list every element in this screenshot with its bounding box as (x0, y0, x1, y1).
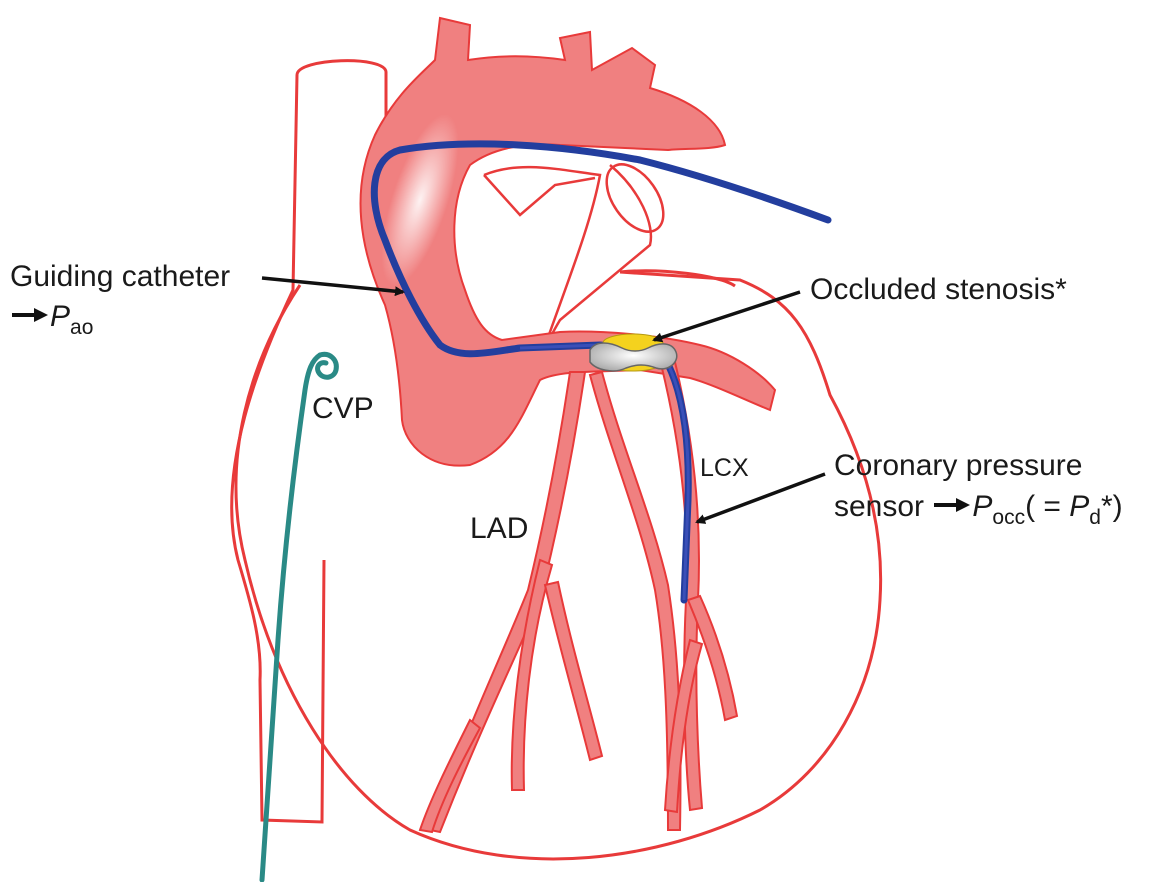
p-occ-symbol: P (972, 490, 992, 523)
p-occ-subscript: occ (992, 506, 1025, 529)
p-ao-symbol: P (50, 300, 70, 333)
lad-diagonal-branch (590, 372, 681, 830)
venous-catheter-line (262, 355, 320, 880)
lad-apical-branch (420, 720, 480, 832)
label-lad: LAD (470, 514, 528, 544)
p-d-subscript: d (1089, 506, 1101, 529)
arrow-occluded-stenosis (654, 292, 800, 340)
label-cvp: CVP (312, 394, 374, 424)
lad-lateral-branch (545, 582, 602, 760)
equals-open: ( = (1025, 490, 1069, 523)
label-sensor-p-occ: sensor Pocc( = Pd*) (834, 492, 1123, 522)
label-occluded-stenosis: Occluded stenosis* (810, 275, 1067, 305)
label-p-ao: Pao (10, 302, 93, 332)
label-lcx: LCX (700, 456, 749, 481)
pigtail-icon (318, 354, 337, 377)
right-arrow-icon (10, 305, 50, 325)
p-ao-subscript: ao (70, 316, 93, 339)
asterisk-close: *) (1101, 490, 1123, 523)
label-guiding-catheter: Guiding catheter (10, 262, 230, 292)
lad-side-branch (512, 560, 552, 790)
right-arrow-icon (932, 495, 972, 515)
sensor-word: sensor (834, 490, 924, 523)
label-coronary-pressure: Coronary pressure (834, 451, 1082, 481)
p-d-symbol: P (1069, 490, 1089, 523)
